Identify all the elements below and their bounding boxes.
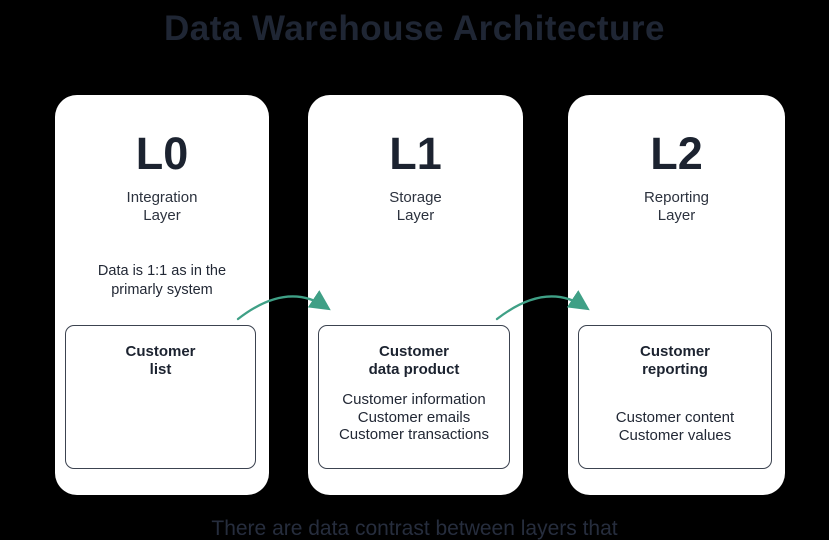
dataset-item: Customer information [342,391,486,408]
layer-name-l1: Storage Layer [389,189,442,224]
dataset-box-title-l0: Customer list [125,343,196,378]
layer-note-l0: Data is 1:1 as in the primarly system [97,263,227,298]
layer-name-l2: Reporting Layer [643,189,710,224]
layer-code-l1: L1 [389,128,442,179]
layer-code-l2: L2 [650,128,703,179]
dataset-item: Customer transactions [338,426,490,443]
dataset-item: Customer content [615,409,735,426]
caption-text: There are data contrast between layers t… [211,517,618,540]
layer-card-l1: L1 Storage Layer Customer data product C… [308,95,523,495]
dataset-box-l0: Customer list [65,325,256,469]
dataset-box-title-l1: Customer data product [368,343,460,378]
dataset-box-l2: Customer reporting Customer content Cust… [578,325,772,469]
dataset-box-l1: Customer data product Customer informati… [318,325,510,469]
layer-name-l0: Integration Layer [126,189,198,224]
layer-card-l2: L2 Reporting Layer Customer reporting Cu… [568,95,785,495]
dataset-item: Customer values [618,426,732,444]
diagram-title: Data Warehouse Architecture [163,9,666,48]
layer-card-l0: L0 Integration Layer Data is 1:1 as in t… [55,95,269,495]
dataset-box-items-l1: Customer information Customer emails Cus… [319,391,509,444]
layer-code-l0: L0 [135,128,189,179]
dataset-box-title-l2: Customer reporting [639,343,710,378]
dataset-item: Customer emails [357,408,471,426]
dataset-box-items-l2: Customer content Customer values [579,409,771,444]
